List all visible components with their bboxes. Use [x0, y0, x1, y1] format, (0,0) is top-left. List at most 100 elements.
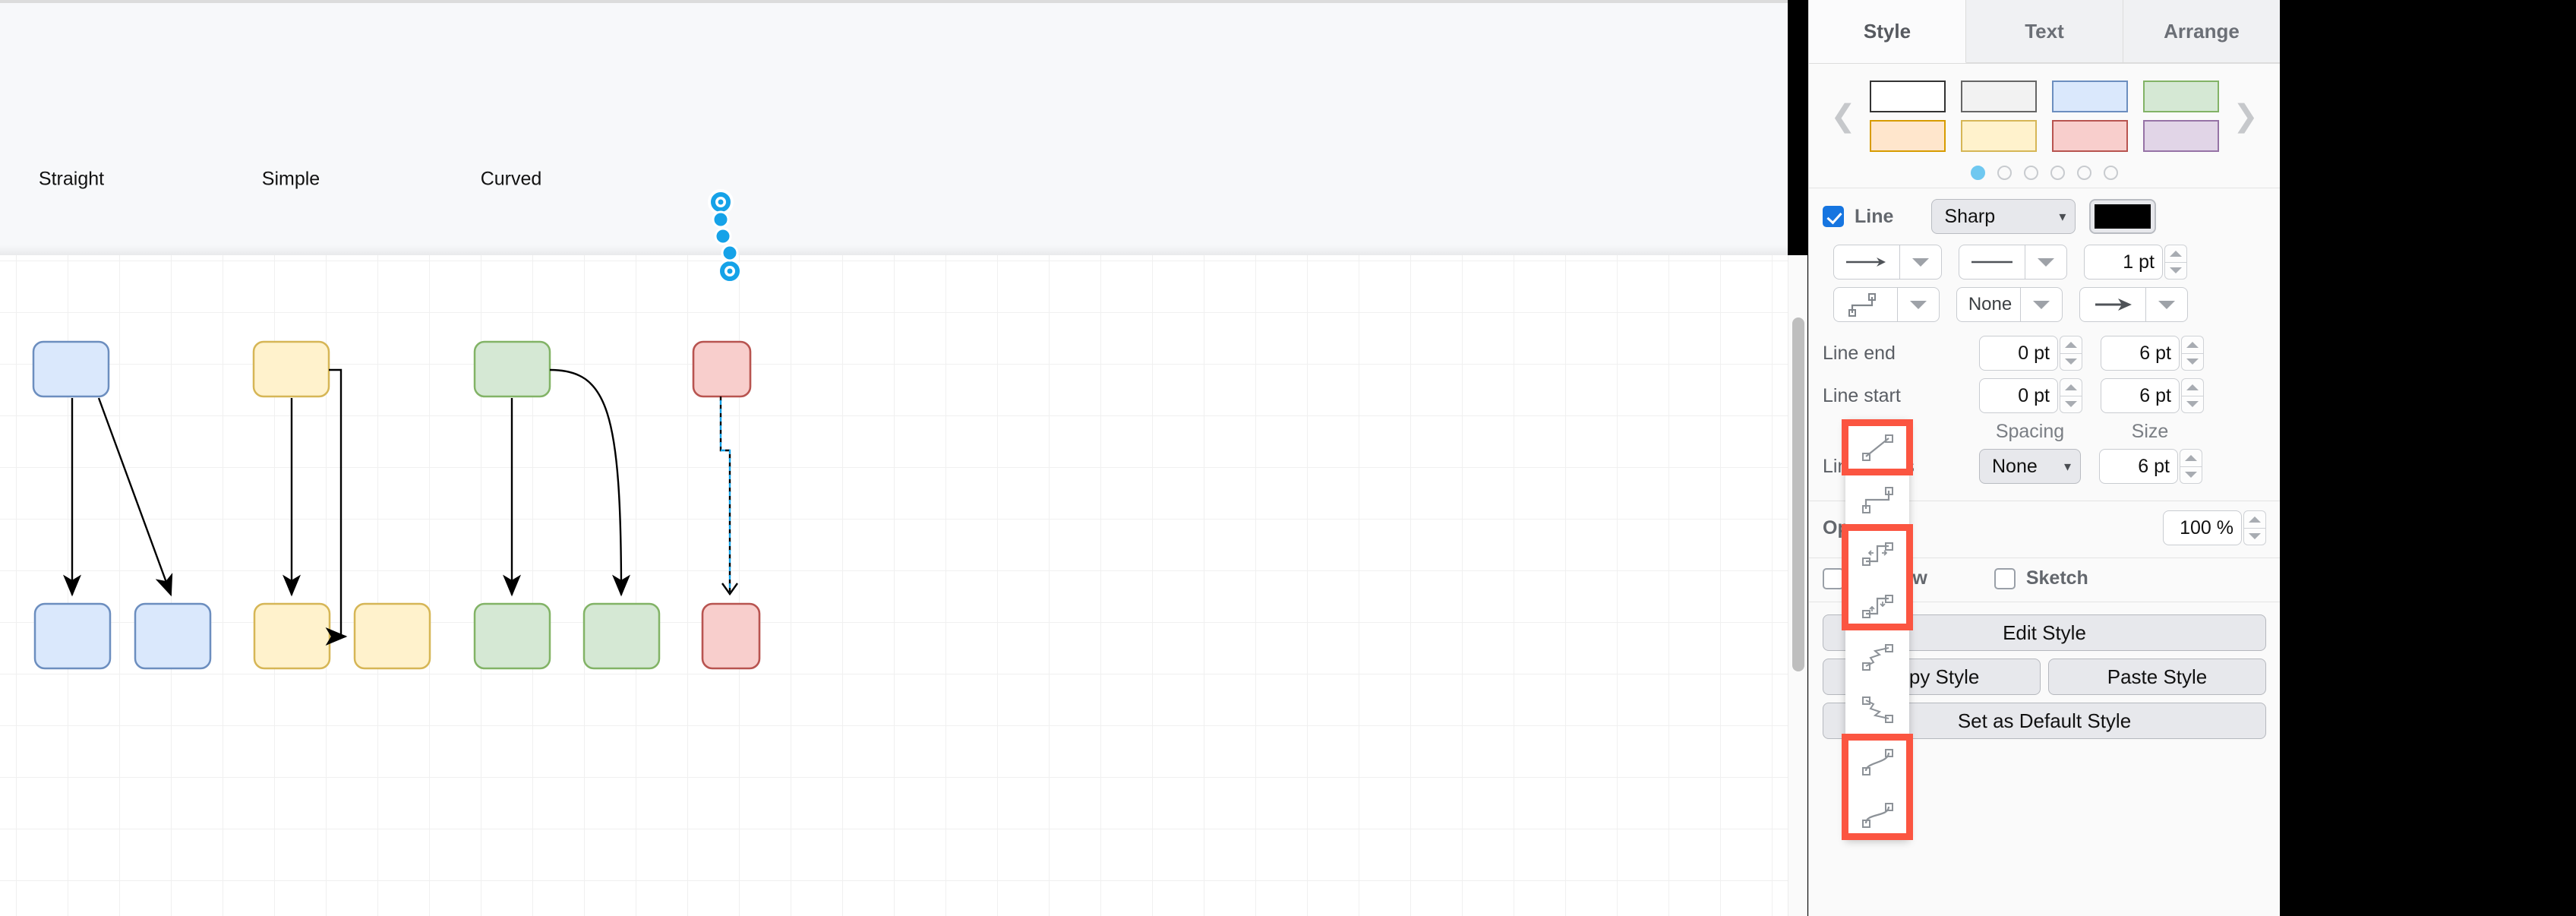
line-jump-style-picker[interactable]: None — [1956, 287, 2063, 322]
menu-item-straight-connector[interactable] — [1845, 421, 1909, 473]
line-color-button[interactable] — [2089, 199, 2157, 234]
spinner-down-icon[interactable] — [2243, 527, 2266, 545]
menu-item-orthogonal-connector[interactable] — [1845, 473, 1909, 526]
line-jump-style-value[interactable]: None — [1956, 287, 2020, 322]
canvas-vertical-scrollbar[interactable] — [1788, 255, 1807, 916]
opacity-input[interactable] — [2163, 510, 2242, 545]
waypoint-style-dropdown[interactable] — [1897, 287, 1940, 322]
palette-dot-3[interactable] — [2024, 166, 2038, 180]
line-pattern-picker[interactable] — [1959, 245, 2067, 280]
spacing-column-label: Spacing — [1995, 421, 2065, 442]
spinner-down-icon[interactable] — [2180, 466, 2202, 484]
line-pattern-dropdown[interactable] — [2025, 245, 2067, 280]
palette-dot-1[interactable] — [1971, 166, 1985, 180]
line-end-arrow-dropdown[interactable] — [2145, 287, 2188, 322]
arrow-right-icon[interactable] — [2079, 287, 2145, 322]
node-straight-child-1 — [33, 602, 112, 670]
line-end-size-input[interactable] — [2101, 336, 2180, 371]
spinner-down-icon[interactable] — [2181, 395, 2204, 413]
menu-item-horizontal-elbow-connector[interactable] — [1845, 526, 1909, 578]
spinner-up-icon[interactable] — [2164, 245, 2187, 262]
line-width-input[interactable] — [2084, 245, 2163, 280]
tab-text[interactable]: Text — [1966, 0, 2123, 63]
line-end-spacing-stepper[interactable] — [1979, 336, 2082, 371]
menu-item-zigzag-right-connector[interactable] — [1845, 630, 1909, 683]
line-start-spacing-stepper[interactable] — [1979, 378, 2082, 413]
menu-item-zigzag-left-connector[interactable] — [1845, 683, 1909, 735]
line-jump-style-dropdown[interactable] — [2020, 287, 2063, 322]
sketch-checkbox[interactable] — [1994, 567, 2016, 589]
tab-arrange[interactable]: Arrange — [2123, 0, 2280, 63]
chevron-left-icon[interactable]: ❮ — [1830, 99, 1856, 133]
swatch-gray[interactable] — [1961, 81, 2037, 112]
line-start-size-stepper[interactable] — [2101, 378, 2204, 413]
arrow-right-icon[interactable] — [1833, 245, 1899, 280]
line-shape-style-value: Sharp — [1944, 205, 1996, 227]
spinner-up-icon[interactable] — [2181, 336, 2204, 353]
palette-dot-6[interactable] — [2104, 166, 2118, 180]
curve-down-icon — [1862, 802, 1893, 828]
spinner-up-icon[interactable] — [2060, 378, 2082, 396]
menu-item-curve-down-connector[interactable] — [1845, 788, 1909, 840]
line-end-arrow-picker[interactable] — [2079, 287, 2188, 322]
node-straight — [32, 340, 110, 398]
palette-dot-5[interactable] — [2077, 166, 2091, 180]
spinner-down-icon[interactable] — [2060, 395, 2082, 413]
line-jumps-size-input[interactable] — [2099, 449, 2178, 484]
line-end-label: Line end — [1823, 342, 1896, 364]
line-section-title: Line — [1855, 205, 1894, 227]
spinner-up-icon[interactable] — [2181, 378, 2204, 396]
swatch-yellow[interactable] — [1961, 120, 2037, 152]
triangle-down-icon — [2033, 300, 2050, 309]
node-simple — [252, 340, 330, 398]
swatch-orange[interactable] — [1870, 120, 1946, 152]
tab-style[interactable]: Style — [1809, 0, 1966, 63]
line-jumps-select[interactable]: None ▾ — [1979, 449, 2081, 484]
waypoint-style-picker[interactable] — [1833, 287, 1940, 322]
arrow-style-dropdown[interactable] — [1899, 245, 1942, 280]
swatch-purple[interactable] — [2143, 120, 2219, 152]
line-start-arrow-picker[interactable] — [1833, 245, 1942, 280]
palette-dot-2[interactable] — [1997, 166, 2012, 180]
line-width-stepper[interactable] — [2084, 245, 2187, 280]
line-color-swatch — [2095, 204, 2151, 229]
scrollbar-thumb[interactable] — [1792, 317, 1804, 671]
palette-dot-4[interactable] — [2050, 166, 2065, 180]
line-end-spacing-input[interactable] — [1979, 336, 2058, 371]
swatch-green[interactable] — [2143, 81, 2219, 112]
spinner-up-icon[interactable] — [2243, 510, 2266, 528]
style-palette-section: ❮ ❯ — [1809, 64, 2280, 188]
line-jumps-size-stepper[interactable] — [2099, 449, 2202, 484]
line-end-size-stepper[interactable] — [2101, 336, 2204, 371]
spinner-down-icon[interactable] — [2060, 352, 2082, 371]
diagram-canvas[interactable]: Straight Simple Curved — [0, 0, 1788, 916]
spinner-up-icon[interactable] — [2060, 336, 2082, 353]
zigzag-left-icon — [1862, 696, 1893, 723]
chevron-right-icon[interactable]: ❯ — [2233, 99, 2259, 133]
opacity-stepper[interactable] — [2163, 510, 2266, 545]
swatch-red[interactable] — [2052, 120, 2128, 152]
menu-item-vertical-elbow-connector[interactable] — [1845, 578, 1909, 630]
triangle-down-icon — [2038, 257, 2054, 267]
paste-style-button[interactable]: Paste Style — [2048, 659, 2266, 695]
curve-up-icon — [1862, 748, 1893, 775]
line-start-size-input[interactable] — [2101, 378, 2180, 413]
spinner-down-icon[interactable] — [2181, 352, 2204, 371]
waypoint-handle-2 — [714, 227, 732, 245]
triangle-down-icon — [1910, 300, 1927, 309]
swatch-blue[interactable] — [2052, 81, 2128, 112]
shadow-checkbox[interactable] — [1823, 567, 1844, 589]
spinner-down-icon[interactable] — [2164, 261, 2187, 280]
spinner-up-icon[interactable] — [2180, 449, 2202, 466]
simple-group — [252, 340, 431, 670]
line-start-spacing-input[interactable] — [1979, 378, 2058, 413]
solid-line-icon[interactable] — [1959, 245, 2025, 280]
elbow-connector-icon — [1862, 486, 1893, 513]
swatch-white[interactable] — [1870, 81, 1946, 112]
elbow-connector-icon[interactable] — [1833, 287, 1897, 322]
line-shape-style-select[interactable]: Sharp ▾ — [1931, 199, 2076, 234]
menu-item-curve-up-connector[interactable] — [1845, 735, 1909, 788]
waypoint-style-menu[interactable] — [1845, 421, 1909, 840]
line-width-spinner[interactable] — [2164, 245, 2187, 280]
line-checkbox[interactable] — [1823, 206, 1844, 227]
